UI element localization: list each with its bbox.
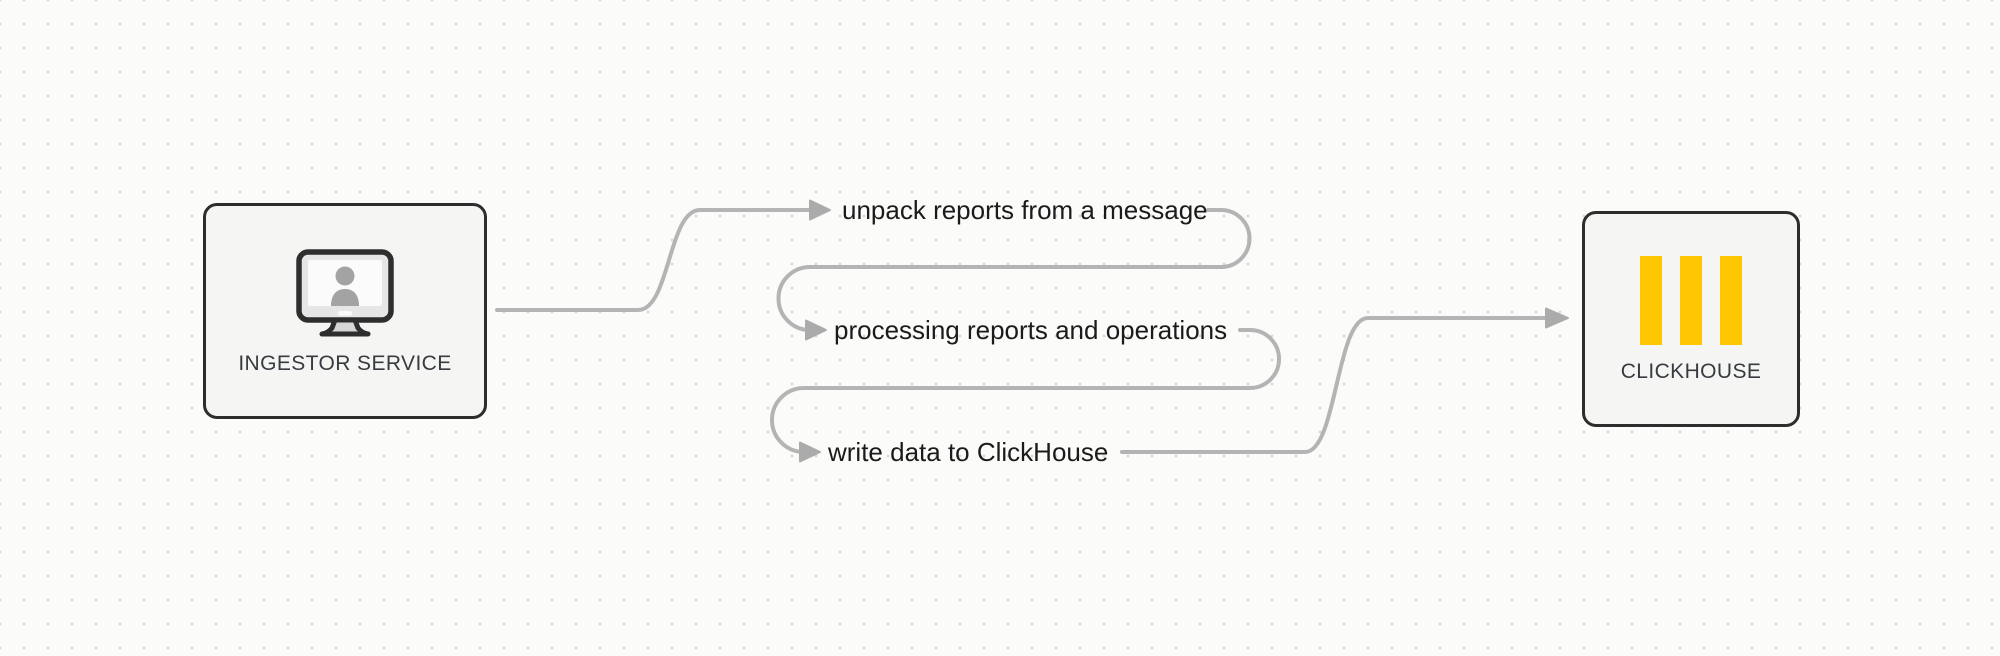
- arrowhead-clickhouse-icon: [1545, 307, 1569, 329]
- node-ingestor-service[interactable]: INGESTOR SERVICE: [203, 203, 487, 419]
- connector-step2-to-step3: [770, 328, 1281, 454]
- clickhouse-bars-icon: [1640, 256, 1742, 345]
- step-label-processing[interactable]: processing reports and operations: [834, 315, 1228, 345]
- clickhouse-bar: [1720, 256, 1742, 345]
- arrowhead-step3-icon: [799, 441, 821, 463]
- arrowhead-step1-icon: [809, 199, 831, 221]
- step-label-unpack[interactable]: unpack reports from a message: [842, 195, 1208, 225]
- connector-step3-to-clickhouse: [1120, 316, 1548, 454]
- clickhouse-bar: [1640, 256, 1662, 345]
- node-clickhouse[interactable]: CLICKHOUSE: [1582, 211, 1800, 427]
- arrowhead-step2-icon: [805, 319, 827, 341]
- monitor-user-icon: [296, 248, 394, 336]
- connector-step1-to-step2: [776, 208, 1252, 332]
- clickhouse-label: CLICKHOUSE: [1620, 360, 1762, 383]
- clickhouse-bar: [1680, 256, 1702, 345]
- connector-ingestor-to-step1: [495, 208, 812, 312]
- ingestor-service-label: INGESTOR SERVICE: [238, 351, 452, 375]
- step-label-write[interactable]: write data to ClickHouse: [828, 437, 1109, 467]
